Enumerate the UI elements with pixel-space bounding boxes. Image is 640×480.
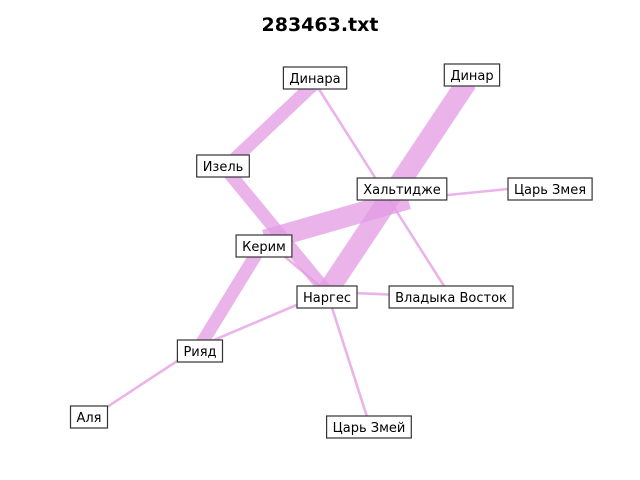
node-vladyka: Владыка Восток bbox=[388, 285, 514, 309]
node-box bbox=[507, 177, 593, 201]
node-khaltidzhe: Хальтидже bbox=[356, 177, 448, 201]
edge-khaltidzhe-kerim bbox=[262, 189, 411, 250]
node-narges: Наргес bbox=[296, 285, 358, 309]
edge-kerim-riyad bbox=[194, 236, 271, 350]
node-alya: Аля bbox=[69, 405, 109, 429]
node-box bbox=[356, 177, 448, 201]
node-label: Рияд bbox=[183, 345, 216, 360]
node-box bbox=[196, 154, 250, 178]
node-label: Хальтидже bbox=[363, 183, 441, 198]
node-box bbox=[296, 285, 358, 309]
node-box bbox=[326, 415, 412, 439]
node-box bbox=[388, 285, 514, 309]
node-label: Динар bbox=[450, 69, 493, 84]
node-box bbox=[443, 63, 501, 87]
node-tsar_zmeya: Царь Змея bbox=[507, 177, 593, 201]
edges-layer bbox=[103, 76, 509, 424]
node-label: Изель bbox=[203, 160, 244, 175]
node-label: Царь Змей bbox=[333, 421, 406, 436]
node-riyad: Рияд bbox=[176, 339, 224, 363]
node-kerim: Керим bbox=[235, 234, 293, 258]
node-label: Аля bbox=[76, 411, 101, 426]
node-label: Царь Змея bbox=[514, 183, 586, 198]
node-izel: Изель bbox=[196, 154, 250, 178]
node-tsar_zmey: Царь Змей bbox=[326, 415, 412, 439]
node-box bbox=[176, 339, 224, 363]
node-label: Владыка Восток bbox=[395, 291, 507, 306]
node-dinara: Динара bbox=[282, 66, 348, 90]
node-box bbox=[235, 234, 293, 258]
node-label: Наргес bbox=[303, 291, 351, 306]
graph-title: 283463.txt bbox=[262, 14, 379, 36]
node-label: Динара bbox=[289, 72, 340, 87]
node-box bbox=[69, 405, 109, 429]
node-box bbox=[282, 66, 348, 90]
node-label: Керим bbox=[242, 240, 286, 255]
node-dinar: Динар bbox=[443, 63, 501, 87]
edge-narges-tsar_zmey bbox=[325, 291, 371, 424]
edge-dinara-izel bbox=[220, 78, 320, 173]
